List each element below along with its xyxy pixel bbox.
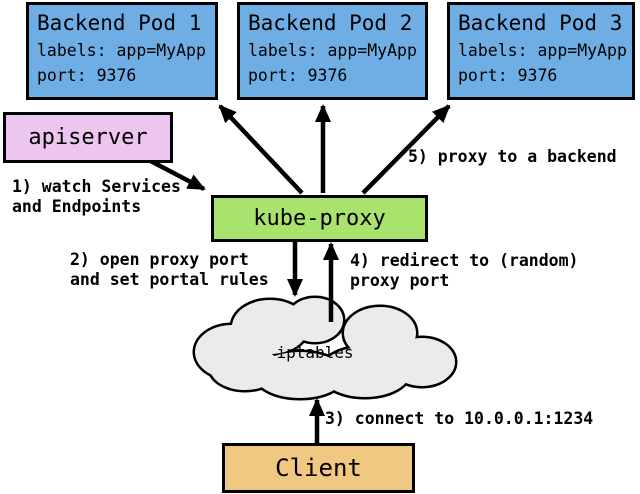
- pod-port: port: 9376: [248, 66, 348, 85]
- iptables-cloud-fill: [195, 298, 455, 398]
- pod-labels: labels: app=MyApp: [458, 41, 627, 60]
- client-box: Client: [222, 443, 415, 493]
- pod-labels: labels: app=MyApp: [248, 41, 417, 60]
- arrow-kube-proxy-to-pod3: [361, 104, 451, 195]
- iptables-label: iptables: [276, 343, 354, 362]
- step-3-connect-label: 3) connect to 10.0.0.1:1234: [325, 409, 594, 428]
- backend-pod-3-box: Backend Pod 3 labels: app=MyApp port: 93…: [447, 2, 635, 100]
- backend-pod-1-box: Backend Pod 1 labels: app=MyApp port: 93…: [26, 2, 218, 100]
- backend-pod-2-box: Backend Pod 2 labels: app=MyApp port: 93…: [237, 2, 428, 100]
- arrow-kube-proxy-to-pod1: [218, 104, 304, 195]
- kube-proxy-box: kube-proxy: [211, 195, 428, 242]
- step-4-redirect-label: 4) redirect to (random) proxy port: [350, 251, 579, 290]
- pod-title: Backend Pod 2: [248, 11, 413, 35]
- step-1-watch-services-label: 1) watch Services and Endpoints: [12, 177, 181, 216]
- pod-title: Backend Pod 3: [458, 11, 623, 35]
- kube-proxy-label: kube-proxy: [253, 206, 386, 231]
- client-label: Client: [275, 454, 362, 482]
- pod-labels: labels: app=MyApp: [37, 41, 206, 60]
- pod-port: port: 9376: [458, 66, 558, 85]
- step-2-open-proxy-port-label: 2) open proxy port and set portal rules: [70, 250, 269, 289]
- step-5-proxy-backend-label: 5) proxy to a backend: [408, 147, 617, 166]
- apiserver-box: apiserver: [3, 112, 173, 163]
- apiserver-label: apiserver: [28, 125, 148, 150]
- pod-title: Backend Pod 1: [37, 11, 202, 35]
- pod-port: port: 9376: [37, 66, 137, 85]
